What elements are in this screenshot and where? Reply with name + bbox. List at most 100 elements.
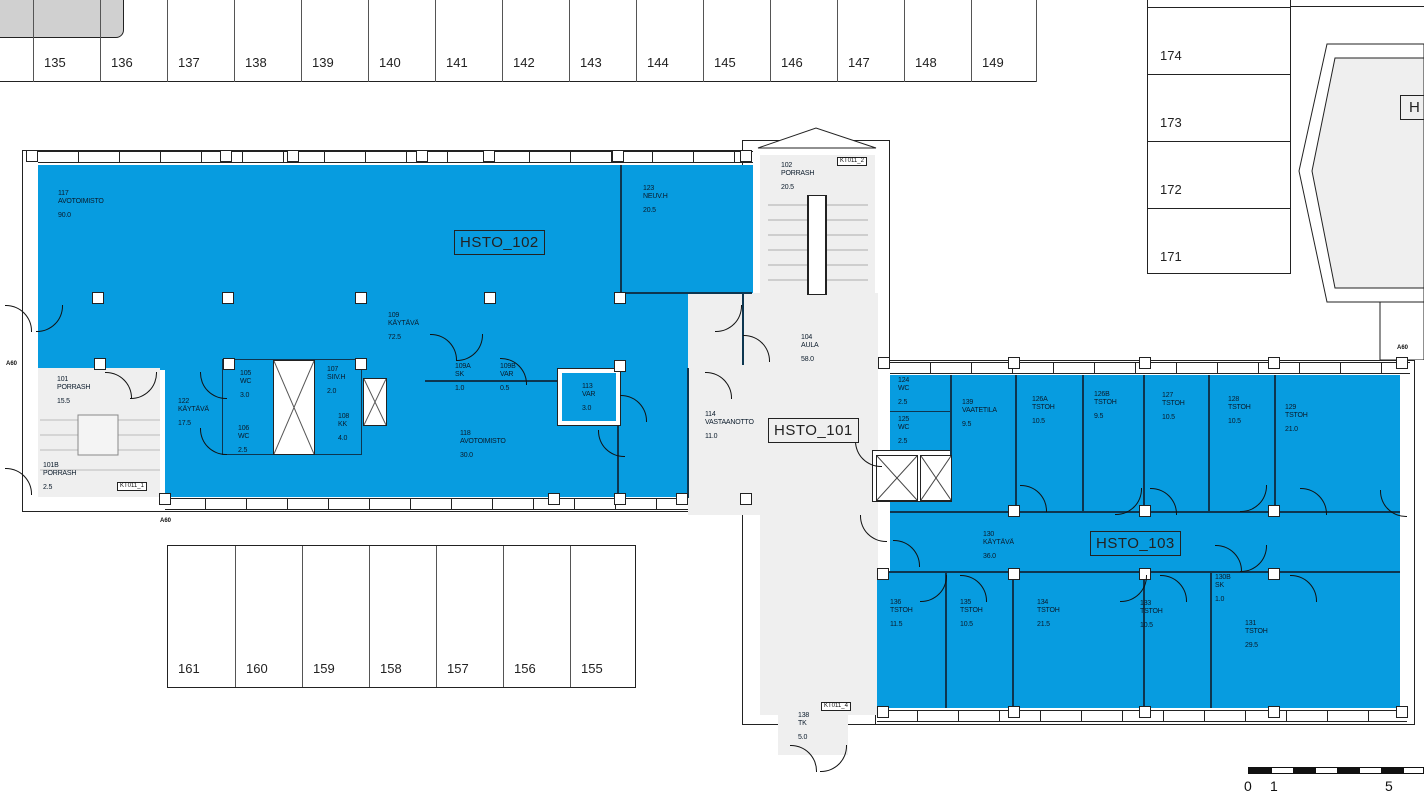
scale-bar [1248, 767, 1424, 774]
hexagon-building [1298, 43, 1424, 360]
room-number: 102 [781, 162, 793, 169]
zone-label-partial: H [1400, 95, 1424, 120]
column-pillar [1268, 357, 1280, 369]
parking-space[interactable]: 173 [1148, 74, 1290, 141]
parking-space[interactable]: 146 [770, 0, 837, 82]
parking-space[interactable]: 157 [436, 546, 503, 687]
room-area: 21.5 [1037, 621, 1050, 628]
parking-space[interactable]: 136 [100, 0, 167, 82]
space-hsto-102-corridor[interactable] [38, 293, 742, 370]
parking-space[interactable]: 139 [301, 0, 368, 82]
space-hsto-102-south[interactable] [165, 360, 688, 497]
space-hsto-103-north[interactable] [890, 375, 1400, 512]
room-area: 10.5 [1140, 622, 1153, 629]
room-name: TSTOH [1245, 628, 1268, 635]
scale-label-5: 5 [1385, 778, 1393, 794]
room-number: 117 [58, 190, 69, 197]
room-number: 106 [238, 425, 250, 432]
column-pillar [1268, 706, 1280, 718]
parking-space[interactable]: 172 [1148, 141, 1290, 208]
parking-space[interactable]: 159 [302, 546, 369, 687]
parking-space[interactable]: 155 [570, 546, 637, 687]
parking-space[interactable]: 156 [503, 546, 570, 687]
column-pillar [878, 357, 890, 369]
parking-space[interactable]: 171 [1148, 208, 1290, 275]
parking-space[interactable]: 138 [234, 0, 301, 82]
parking-space[interactable]: 143 [569, 0, 636, 82]
room-area: 21.0 [1285, 426, 1298, 433]
wall [1274, 375, 1276, 512]
parking-space[interactable]: 149 [971, 0, 1038, 82]
wall [1208, 375, 1210, 512]
zone-label-hsto-102[interactable]: HSTO_102 [454, 230, 545, 255]
parking-space[interactable]: 148 [904, 0, 971, 82]
room-name: KK [338, 421, 347, 428]
space-hsto-101[interactable] [688, 293, 878, 515]
room-name: AULA [801, 342, 819, 349]
room-number: 139 [962, 399, 974, 406]
wall [1082, 375, 1084, 512]
space-hsto-103-corridor[interactable] [890, 512, 1400, 572]
stair-drawing-102 [768, 195, 868, 295]
room-number: 104 [801, 334, 813, 341]
room-number: 113 [582, 383, 593, 390]
parking-space[interactable]: 147 [837, 0, 904, 82]
parking-space[interactable]: 161 [178, 661, 200, 676]
parking-space[interactable]: 144 [636, 0, 703, 82]
room-name: VASTAANOTTO [705, 419, 754, 426]
parking-space[interactable]: 142 [502, 0, 569, 82]
parking-space[interactable]: 158 [369, 546, 436, 687]
lift-2 [920, 455, 952, 501]
column-pillar [740, 150, 752, 162]
parking-space[interactable]: 174 [1148, 7, 1290, 74]
parking-space[interactable]: 140 [368, 0, 435, 82]
parking-space[interactable]: 135 [33, 0, 100, 82]
parking-space[interactable]: 137 [167, 0, 234, 82]
parking-space[interactable]: 160 [235, 546, 302, 687]
map-overlay-panel[interactable] [0, 0, 124, 38]
column-pillar [1268, 505, 1280, 517]
zone-label-hsto-101[interactable]: HSTO_101 [768, 418, 859, 443]
zone-label-hsto-103[interactable]: HSTO_103 [1090, 531, 1181, 556]
parking-space[interactable]: 145 [703, 0, 770, 82]
space-hsto-101-lower[interactable] [760, 515, 878, 715]
space-hsto-102-north[interactable] [38, 165, 753, 293]
parking-space[interactable]: 141 [435, 0, 502, 82]
wall [890, 411, 950, 412]
room-area: 1.0 [1215, 596, 1225, 603]
